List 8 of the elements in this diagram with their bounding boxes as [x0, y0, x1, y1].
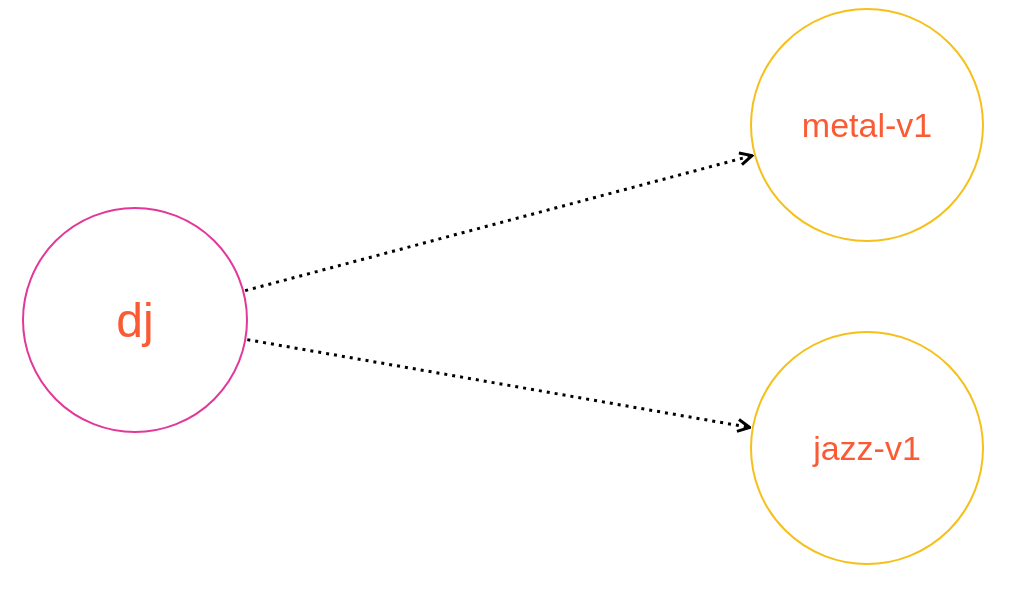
node-circle	[750, 331, 984, 565]
dotted-arrow	[247, 338, 752, 433]
node-circle	[750, 8, 984, 242]
node-label: jazz-v1	[813, 428, 921, 468]
node-circle	[22, 207, 248, 433]
dotted-arrow	[244, 151, 754, 293]
node-label: metal-v1	[801, 105, 933, 145]
node-label: dj	[116, 292, 154, 348]
